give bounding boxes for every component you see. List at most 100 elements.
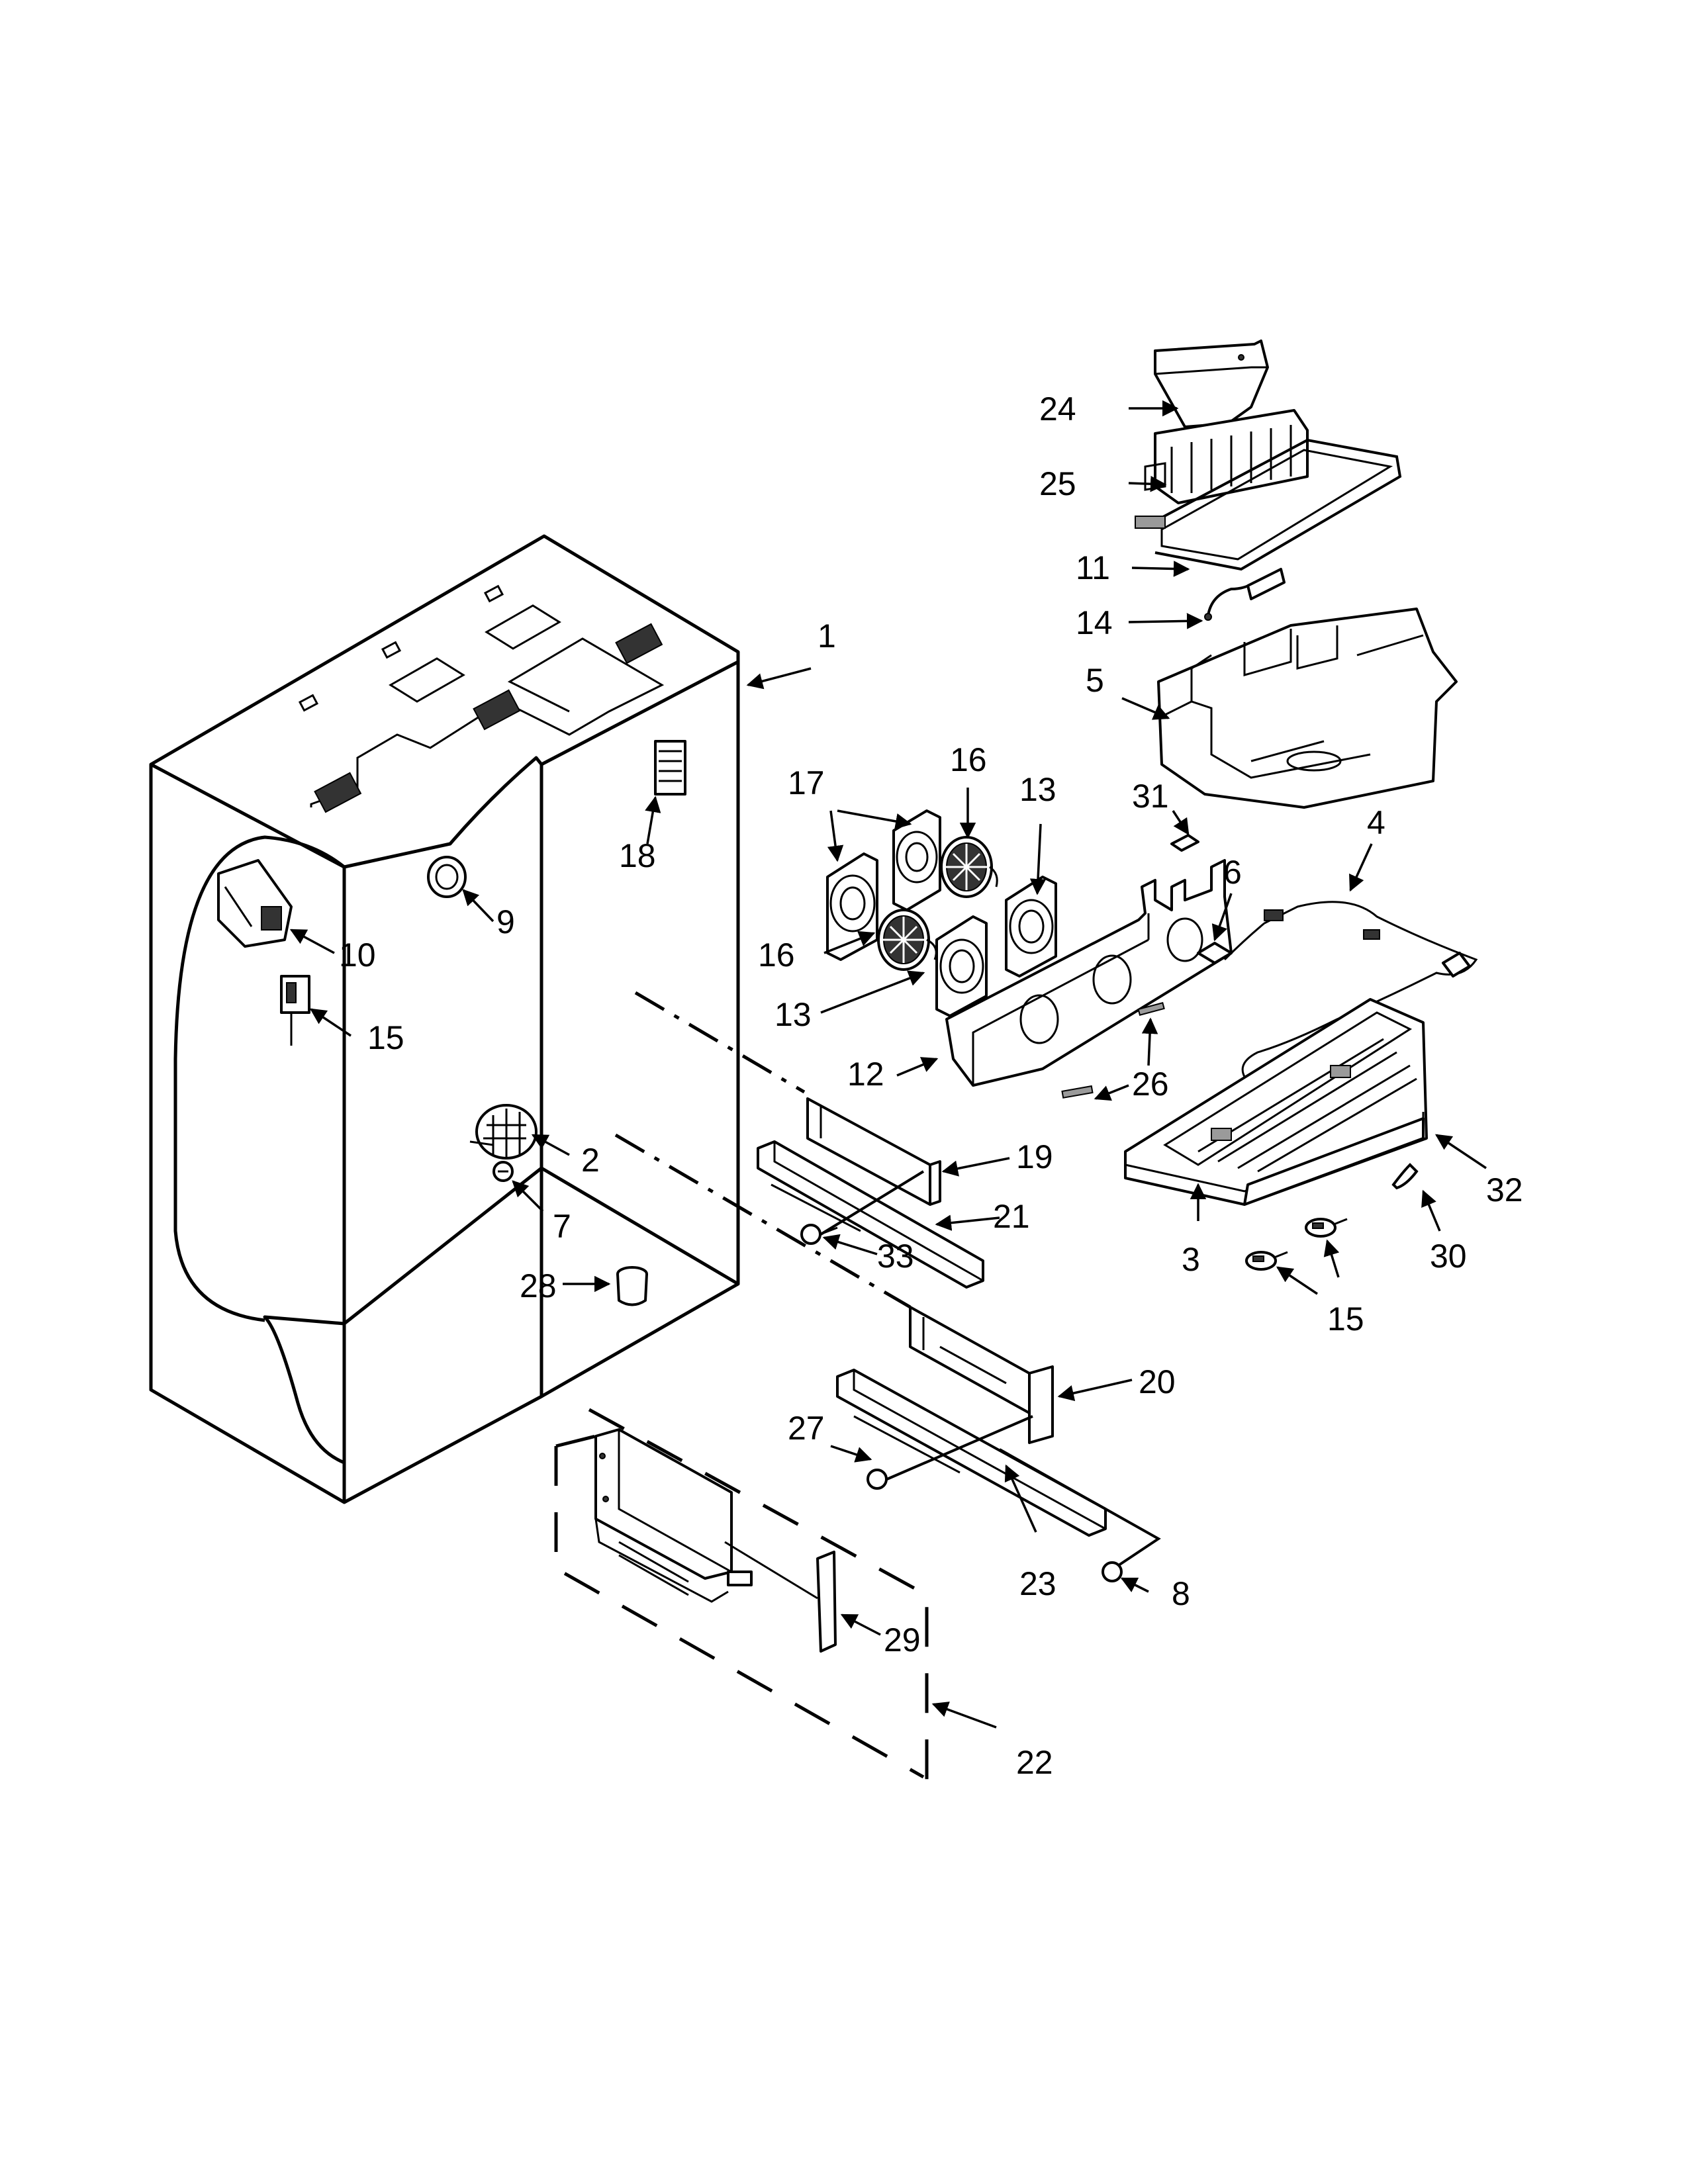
callout-14: 14	[1076, 604, 1113, 641]
callout-16a: 16	[950, 741, 987, 778]
part-2-grille	[469, 1104, 538, 1160]
callout-6: 6	[1223, 854, 1242, 891]
callout-10: 10	[339, 936, 376, 974]
arrow-15-cabinet	[309, 1008, 352, 1037]
part-20-cover	[909, 1306, 1054, 1444]
alignment-line-lower	[614, 1133, 912, 1309]
arrow-33	[822, 1234, 878, 1255]
part-8-screw	[1102, 1561, 1123, 1582]
callout-2: 2	[581, 1142, 600, 1179]
arrow-15-lower-right	[1323, 1239, 1340, 1278]
arrow-7	[512, 1180, 544, 1212]
callout-13a: 13	[1019, 771, 1056, 808]
arrow-21	[935, 1214, 1000, 1231]
arrow-26a	[1141, 1017, 1158, 1066]
arrow-32	[1434, 1134, 1487, 1169]
arrow-29	[840, 1614, 881, 1636]
callout-7: 7	[553, 1208, 571, 1245]
part-22-drawer-assembly	[554, 1408, 929, 1797]
arrow-17a	[827, 810, 844, 862]
callout-25: 25	[1039, 465, 1076, 502]
part-13-housing-lower	[935, 915, 988, 1017]
arrow-17b	[837, 809, 912, 830]
part-29-trim	[816, 1551, 837, 1653]
arrow-4	[1349, 843, 1373, 892]
callout-4: 4	[1367, 804, 1385, 841]
part-30-clip	[1391, 1163, 1419, 1190]
callout-20: 20	[1139, 1363, 1176, 1400]
arrow-13a	[1029, 823, 1047, 895]
part-12-bracket	[945, 859, 1233, 1087]
part-21-slide-upper	[757, 1140, 984, 1289]
arrow-14	[1128, 613, 1203, 629]
callout-23: 23	[1019, 1565, 1056, 1602]
arrow-30	[1421, 1189, 1441, 1232]
callout-24: 24	[1039, 390, 1076, 428]
refrigerator-cabinet	[149, 534, 740, 1504]
callout-8: 8	[1172, 1575, 1190, 1612]
callout-13b: 13	[774, 996, 812, 1033]
part-15-sensors-lower	[1245, 1218, 1348, 1271]
alignment-line-upper	[634, 991, 806, 1094]
callout-12: 12	[847, 1056, 884, 1093]
part-16-fan-upper	[940, 836, 998, 898]
part-18-vent	[654, 740, 686, 796]
callout-16b: 16	[758, 936, 795, 974]
part-13-housing-upper	[1005, 876, 1057, 978]
callout-27: 27	[788, 1410, 825, 1447]
arrow-25	[1128, 475, 1167, 492]
drawer-rails	[757, 1097, 1161, 1582]
part-16-fan-lower	[877, 909, 937, 971]
callout-15a: 15	[367, 1019, 404, 1056]
part-31-clip	[1170, 834, 1199, 852]
arrow-9	[462, 889, 494, 923]
part-23-slide-lower	[836, 1369, 1107, 1537]
callout-21: 21	[993, 1198, 1030, 1235]
callout-30: 30	[1430, 1238, 1467, 1275]
arrow-13b	[820, 970, 925, 1014]
callout-33: 33	[877, 1238, 914, 1275]
arrow-10	[289, 929, 335, 954]
callout-28: 28	[520, 1267, 557, 1304]
evaporator-assembly	[1135, 340, 1458, 809]
callout-32: 32	[1486, 1171, 1523, 1208]
arrow-1	[746, 667, 812, 690]
arrow-31	[1172, 810, 1190, 836]
callout-18: 18	[619, 837, 656, 874]
leader-arrows	[289, 400, 1487, 1729]
callout-labels: 24 25 11 14 5 1 17 16 13 31 4 6 18 9 10 …	[339, 390, 1523, 1781]
arrow-8	[1120, 1577, 1149, 1593]
fan-assemblies	[826, 809, 1233, 1087]
part-19-cover	[806, 1097, 941, 1206]
callout-11: 11	[1076, 549, 1110, 586]
callout-3: 3	[1182, 1241, 1200, 1278]
callout-26: 26	[1132, 1066, 1169, 1103]
arrow-5	[1121, 697, 1170, 720]
arrow-18	[645, 796, 661, 844]
arrow-15-lower-left	[1276, 1266, 1318, 1295]
arrow-23	[1004, 1464, 1037, 1533]
arrow-26b	[1094, 1084, 1129, 1101]
callout-19: 19	[1016, 1138, 1053, 1175]
part-33-screw	[800, 1224, 838, 1245]
arrow-20	[1057, 1379, 1133, 1402]
part-17-shroud-right	[892, 809, 941, 911]
callout-31: 31	[1132, 778, 1169, 815]
control-area	[1061, 834, 1478, 1271]
arrow-27	[830, 1445, 872, 1463]
part-32-panel	[1243, 1117, 1425, 1206]
arrow-19	[941, 1157, 1010, 1177]
part-15-sensor-cabinet	[280, 975, 310, 1046]
callout-22: 22	[1016, 1744, 1053, 1781]
callout-29: 29	[884, 1621, 921, 1659]
part-26-pads	[1061, 1001, 1165, 1099]
part-27-screw	[867, 1469, 888, 1490]
arrow-22	[931, 1702, 997, 1729]
part-7-screw	[492, 1161, 514, 1182]
callout-17: 17	[788, 764, 825, 801]
arrow-12	[896, 1057, 939, 1077]
part-10-damper	[217, 859, 293, 948]
arrow-2	[531, 1134, 570, 1156]
arrow-6	[1211, 893, 1233, 942]
